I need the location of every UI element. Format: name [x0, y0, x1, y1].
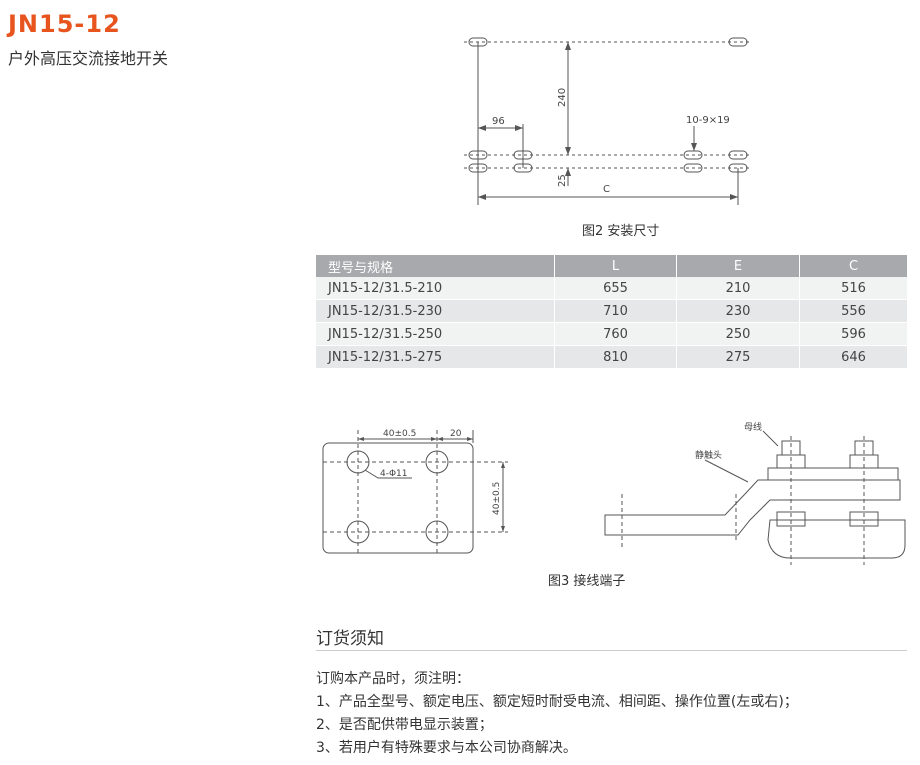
dim-hole-spec: 10-9×19: [686, 115, 730, 126]
cell-c: 646: [799, 345, 907, 369]
table-row: JN15-12/31.5-230 710 230 556: [316, 299, 907, 323]
terminal-drawing: 40±0.5 20 4-Φ11 40±0.5 母线 静触头: [322, 421, 906, 565]
cell-c: 596: [799, 322, 907, 346]
cell-model: JN15-12/31.5-210: [316, 277, 555, 300]
header-e: E: [676, 255, 800, 277]
model-title: JN15-12: [8, 10, 121, 38]
dim-40-top: 40±0.5: [383, 429, 416, 439]
slot-hole: [728, 150, 748, 160]
cell-e: 275: [676, 345, 800, 369]
table-row: JN15-12/31.5-275 810 275 646: [316, 345, 907, 369]
dim-20: 20: [450, 429, 462, 439]
dim-96: 96: [492, 116, 505, 127]
spec-table: 型号与规格 L E C JN15-12/31.5-210 655 210 516…: [316, 255, 907, 369]
static-contact: [604, 479, 901, 536]
slot-hole: [683, 163, 703, 173]
slot-hole: [728, 37, 748, 47]
cell-l: 655: [554, 277, 677, 300]
header-c: C: [799, 255, 907, 277]
product-name: 户外高压交流接地开关: [8, 49, 169, 68]
cell-e: 250: [676, 322, 800, 346]
installation-drawing: 240 96 10-9×19 25 C: [464, 37, 752, 205]
cell-c: 556: [799, 299, 907, 323]
order-notes: 订购本产品时，须注明： 1、产品全型号、额定电压、额定短时耐受电流、相间距、操作…: [316, 668, 798, 760]
bolt-hole: [425, 450, 449, 474]
cell-l: 760: [554, 322, 677, 346]
bolt-hole: [425, 520, 449, 544]
order-note-item: 3、若用户有特殊要求与本公司协商解决。: [316, 740, 577, 756]
cell-l: 810: [554, 345, 677, 369]
cell-c: 516: [799, 277, 907, 300]
dim-25: 25: [557, 174, 568, 187]
cell-model: JN15-12/31.5-250: [316, 322, 555, 346]
order-note-item: 1、产品全型号、额定电压、额定短时耐受电流、相间距、操作位置(左或右)；: [316, 694, 798, 710]
order-note-item: 2、是否配供带电显示装置；: [316, 717, 493, 733]
header-model: 型号与规格: [316, 255, 555, 277]
busbar: [767, 519, 906, 559]
order-notes-title: 订货须知: [316, 629, 384, 649]
bolt-hole: [346, 520, 370, 544]
dim-c: C: [603, 184, 610, 195]
header-l: L: [554, 255, 677, 277]
terminal-plate: [322, 442, 474, 554]
dim-40-side: 40±0.5: [492, 482, 502, 515]
figure3-caption: 图3 接线端子: [548, 574, 626, 589]
cell-e: 230: [676, 299, 800, 323]
cell-model: JN15-12/31.5-230: [316, 299, 555, 323]
dim-holes: 4-Φ11: [380, 469, 408, 479]
section-divider: [316, 650, 907, 651]
table-row: JN15-12/31.5-210 655 210 516: [316, 277, 907, 300]
cell-model: JN15-12/31.5-275: [316, 345, 555, 369]
order-notes-intro: 订购本产品时，须注明：: [316, 671, 470, 687]
label-busbar: 母线: [744, 421, 762, 433]
label-static-contact: 静触头: [695, 449, 722, 461]
dim-240: 240: [557, 88, 568, 107]
bolt-hole: [346, 450, 370, 474]
table-row: JN15-12/31.5-250 760 250 596: [316, 322, 907, 346]
cell-e: 210: [676, 277, 800, 300]
table-header-row: 型号与规格 L E C: [316, 255, 907, 277]
slot-hole: [683, 150, 703, 160]
figure2-caption: 图2 安装尺寸: [582, 224, 660, 239]
cell-l: 710: [554, 299, 677, 323]
